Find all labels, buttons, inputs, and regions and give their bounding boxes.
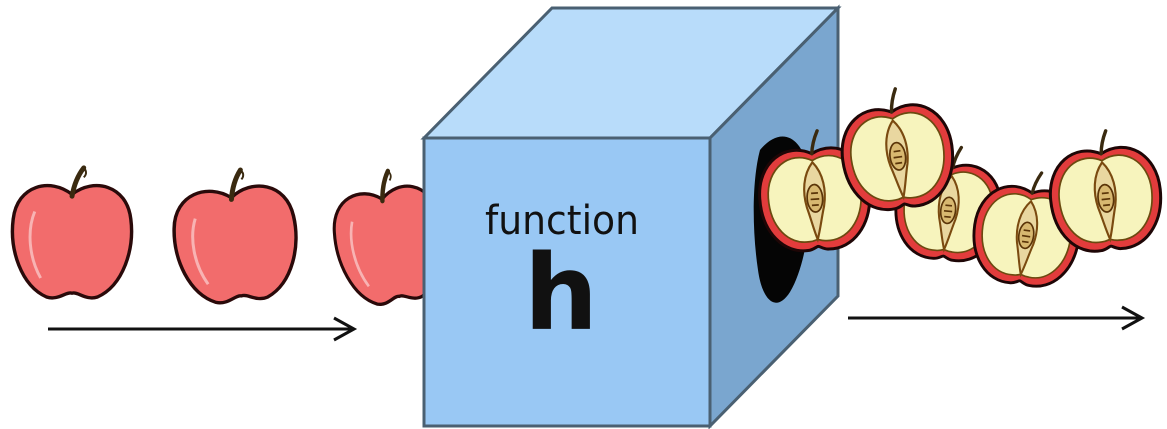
apple-icon (12, 168, 131, 298)
box-caption: function (485, 198, 639, 244)
box-letter: h (524, 232, 598, 354)
box-front-face (422, 136, 712, 428)
apple-icon (168, 165, 302, 307)
input-arrow (48, 316, 358, 342)
input-apples (12, 164, 452, 311)
output-arrow (848, 305, 1146, 331)
